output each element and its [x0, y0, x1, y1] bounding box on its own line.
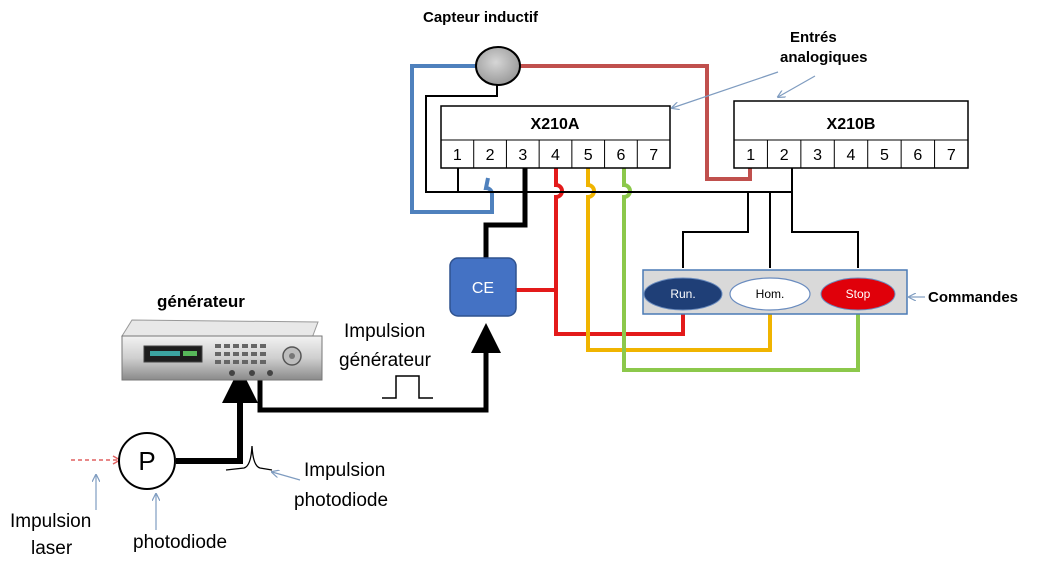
impulsion-laser-label-1: Impulsion: [10, 511, 91, 532]
x210a-terminal-7: 7: [649, 147, 658, 164]
stop-label: Stop: [846, 287, 871, 301]
generateur-label: générateur: [157, 292, 245, 311]
x210b-terminal-1: 1: [746, 147, 755, 164]
x210b-terminal-3: 3: [813, 147, 822, 164]
impulsion-photo-label-2: photodiode: [294, 490, 388, 511]
run-button[interactable]: [643, 277, 723, 311]
photodiode-symbol: [118, 432, 176, 490]
capteur-inductif-sensor: [475, 46, 521, 86]
run-label: Run.: [670, 287, 695, 301]
photodiode-p-label: P: [138, 446, 155, 476]
ce-label: CE: [472, 280, 494, 297]
entres-pointer-b: [778, 75, 816, 97]
commandes-label: Commandes: [928, 289, 1018, 306]
hom-label: Hom.: [756, 287, 785, 301]
stop-button[interactable]: [820, 277, 896, 311]
generator-device: [121, 319, 323, 381]
ground-lines: [425, 84, 859, 268]
photodiode-pulse-pointer: [272, 472, 301, 481]
generator-output-wire: [257, 323, 501, 413]
ce-box: CE: [449, 257, 517, 317]
x210b-terminal-4: 4: [847, 147, 856, 164]
x210b-terminal-2: 2: [780, 147, 789, 164]
x210a-terminal-5: 5: [584, 147, 593, 164]
x210a-terminal-1: 1: [453, 147, 462, 164]
impulsion-gen-label-2: générateur: [339, 350, 432, 371]
yellow-wire: [586, 168, 772, 352]
entres-label-1: Entrés: [790, 29, 837, 46]
photodiode-wire: [176, 432, 243, 464]
x210b-terminal-6: 6: [913, 147, 922, 164]
capteur-label: Capteur inductif: [423, 9, 539, 26]
x210b-terminal-7: 7: [947, 147, 956, 164]
black-wire-ce: [483, 168, 528, 258]
impulsion-photo-label-1: Impulsion: [304, 460, 385, 481]
dark-red-wire: [519, 64, 752, 181]
x210a-module: X210A 1 2 3 4 5 6 7: [440, 105, 671, 169]
x210a-terminal-2: 2: [486, 147, 495, 164]
impulsion-laser-label-2: laser: [31, 538, 73, 559]
x210b-terminal-5: 5: [880, 147, 889, 164]
impulsion-gen-label-1: Impulsion: [344, 321, 425, 342]
x210a-terminal-6: 6: [616, 147, 625, 164]
x210a-terminal-4: 4: [551, 147, 560, 164]
entres-pointer-a: [672, 71, 779, 108]
spike-pulse-icon: [225, 445, 273, 471]
square-pulse-icon: [382, 375, 433, 399]
green-wire: [622, 168, 860, 372]
hom-button[interactable]: [729, 277, 811, 311]
entres-label-2: analogiques: [780, 49, 868, 66]
x210b-title: X210B: [827, 116, 876, 133]
x210a-terminal-3: 3: [518, 147, 527, 164]
x210a-title: X210A: [531, 116, 580, 133]
commandes-panel: Run. Hom. Stop: [642, 269, 908, 315]
x210b-module: X210B 1 2 3 4 5 6 7: [733, 100, 969, 169]
photodiode-label: photodiode: [133, 532, 227, 553]
